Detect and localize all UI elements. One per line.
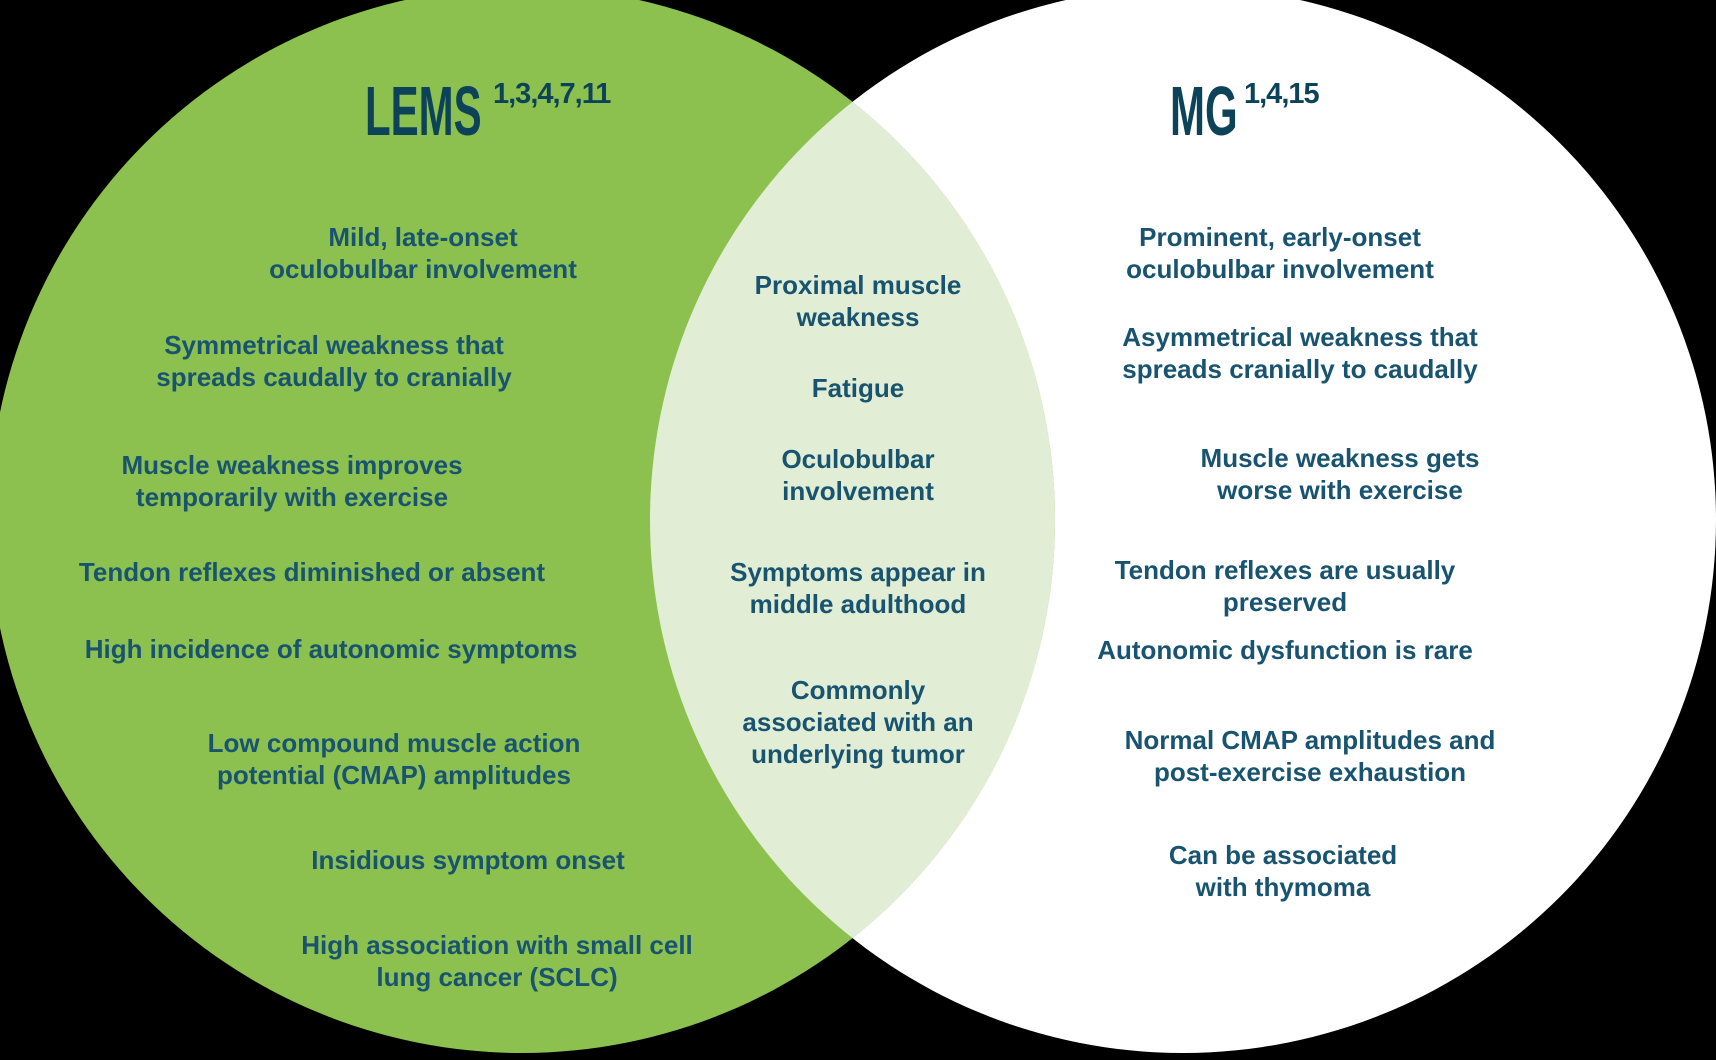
mg-item: Normal CMAP amplitudes and post-exercise…: [1124, 725, 1496, 787]
lems-item: Symmetrical weakness that spreads caudal…: [156, 330, 512, 392]
mg-item: Can be associated with thymoma: [1168, 840, 1398, 902]
mg-item: Autonomic dysfunction is rare: [1097, 635, 1473, 665]
lems-item: Tendon reflexes diminished or absent: [78, 557, 546, 587]
lems-item: Low compound muscle action potential (CM…: [207, 728, 581, 790]
lems-title: LEMS 1,3,4,7,11: [365, 72, 611, 150]
mg-item: Asymmetrical weakness that spreads crani…: [1122, 322, 1478, 384]
mg-item: Muscle weakness gets worse with exercise: [1200, 443, 1480, 505]
lems-item: High incidence of autonomic symptoms: [84, 634, 578, 664]
mg-item: Prominent, early-onset oculobulbar invol…: [1126, 222, 1434, 284]
shared-item: Symptoms appear in middle adulthood: [730, 557, 986, 619]
lems-item: High association with small cell lung ca…: [301, 930, 693, 992]
intersection-lens: [650, 0, 1055, 1053]
lems-item: Muscle weakness improves temporarily wit…: [121, 450, 463, 512]
lems-item: Mild, late-onset oculobulbar involvement: [269, 222, 577, 284]
mg-title: MG 1,4,15: [1170, 72, 1320, 150]
shared-item: Fatigue: [811, 373, 905, 403]
lems-title-text: LEMS: [365, 72, 482, 150]
shared-item: Commonly associated with an underlying t…: [742, 675, 974, 769]
mg-title-text: MG: [1170, 72, 1238, 150]
shared-item: Proximal muscle weakness: [754, 270, 962, 332]
mg-item: Tendon reflexes are usually preserved: [1114, 555, 1456, 617]
mg-title-superscript: 1,4,15: [1244, 78, 1320, 110]
lems-title-superscript: 1,3,4,7,11: [493, 78, 611, 110]
shared-item: Oculobulbar involvement: [781, 444, 935, 506]
lems-item: Insidious symptom onset: [311, 845, 625, 875]
